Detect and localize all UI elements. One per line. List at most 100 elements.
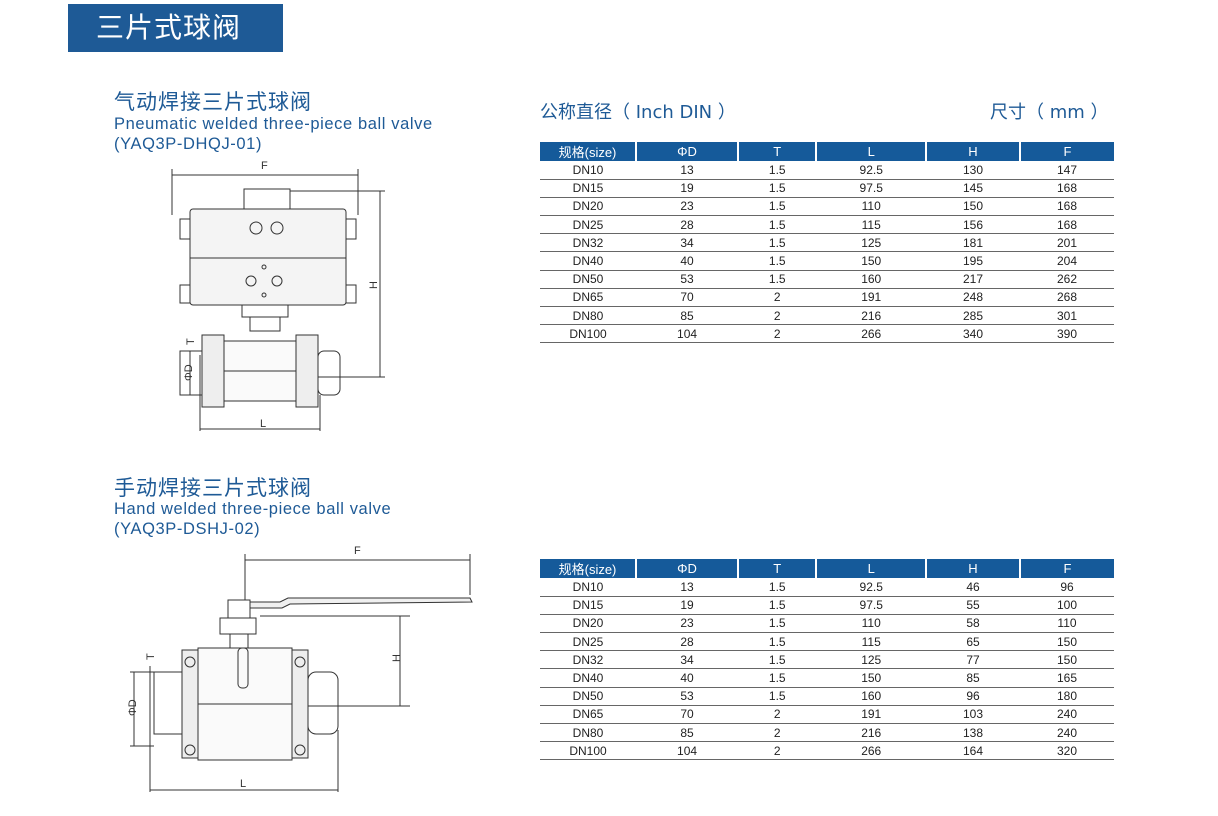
table-cell: 150 — [1019, 632, 1114, 652]
table-cell: 46 — [926, 578, 1020, 597]
dimension-F-label: F — [354, 545, 361, 557]
table-cell: 1.5 — [738, 197, 817, 217]
table-cell: 85 — [926, 668, 1020, 688]
table-cell: 125 — [816, 650, 926, 670]
table-cell: 240 — [1019, 723, 1114, 743]
table-cell: 125 — [816, 233, 926, 253]
table-cell: DN25 — [540, 215, 636, 235]
table-cell: 248 — [926, 288, 1020, 308]
table-cell: 13 — [636, 161, 739, 180]
table-cell: 85 — [636, 306, 739, 326]
table-cell: DN10 — [540, 161, 636, 180]
table-cell: 104 — [636, 324, 739, 344]
table-cell: 216 — [816, 723, 926, 743]
table-cell: DN25 — [540, 632, 636, 652]
table-cell: 320 — [1019, 741, 1114, 761]
dimension-D-label: ΦD — [183, 364, 195, 381]
dimension-T-label: T — [145, 653, 157, 660]
table-cell: 65 — [926, 632, 1020, 652]
table-cell: 390 — [1019, 324, 1114, 344]
table-cell: 150 — [926, 197, 1020, 217]
table-cell: 53 — [636, 270, 739, 289]
dimension-F-label: F — [261, 160, 268, 172]
table-cell: 1.5 — [738, 251, 817, 271]
table-cell: 13 — [636, 578, 739, 597]
table-cell: DN20 — [540, 614, 636, 634]
column-header: 规格(size) — [540, 559, 636, 578]
table-cell: 1.5 — [738, 650, 817, 670]
table-cell: 301 — [1019, 306, 1114, 326]
table-cell: 1.5 — [738, 215, 817, 235]
page-banner-title: 三片式球阀 — [68, 4, 283, 52]
table-cell: 191 — [816, 705, 926, 725]
table-cell: 2 — [738, 723, 817, 743]
table-cell: 138 — [926, 723, 1020, 743]
table-cell: 262 — [1019, 270, 1114, 289]
table-cell: DN15 — [540, 596, 636, 615]
table-cell: 40 — [636, 251, 739, 271]
manual-valve-drawing: F H L ΦD T — [127, 545, 473, 792]
table-cell: 1.5 — [738, 233, 817, 253]
table-cell: 216 — [816, 306, 926, 326]
section-model: (YAQ3P-DSHJ-02) — [114, 520, 261, 538]
table-cell: 1.5 — [738, 632, 817, 652]
table-cell: 1.5 — [738, 668, 817, 688]
table-cell: 1.5 — [738, 596, 817, 615]
column-header: T — [737, 559, 817, 578]
table-cell: 130 — [926, 161, 1020, 180]
section-title-en: Hand welded three-piece ball valve — [114, 500, 392, 518]
table-cell: DN40 — [540, 668, 636, 688]
table-cell: 70 — [636, 705, 739, 725]
column-header: L — [815, 142, 926, 161]
table-cell: DN65 — [540, 288, 636, 308]
column-header: ΦD — [634, 142, 739, 161]
table-cell: 1.5 — [738, 161, 817, 180]
table-cell: 2 — [738, 741, 817, 761]
table-cell: DN50 — [540, 687, 636, 706]
table-cell: DN100 — [540, 324, 636, 344]
table-cell: 150 — [816, 668, 926, 688]
table-cell: 201 — [1019, 233, 1114, 253]
table-cell: 204 — [1019, 251, 1114, 271]
table-cell: 195 — [926, 251, 1020, 271]
section-title-cn: 手动焊接三片式球阀 — [114, 476, 312, 500]
column-header: H — [925, 559, 1020, 578]
table-cell: 34 — [636, 233, 739, 253]
dimension-H-label: H — [391, 654, 403, 662]
table-cell: DN40 — [540, 251, 636, 271]
table-cell: 55 — [926, 596, 1020, 615]
table-cell: 85 — [636, 723, 739, 743]
pneumatic-valve-drawing: H F L ΦD T — [171, 160, 385, 431]
table-cell: 2 — [738, 288, 817, 308]
table-cell: 58 — [926, 614, 1020, 634]
dimension-unit-label: 尺寸（ mm ） — [990, 102, 1109, 123]
section-model: (YAQ3P-DHQJ-01) — [114, 135, 263, 153]
column-header: L — [815, 559, 926, 578]
table-cell: 1.5 — [738, 270, 817, 289]
table-cell: 110 — [816, 197, 926, 217]
table-cell: DN50 — [540, 270, 636, 289]
table-cell: 168 — [1019, 179, 1114, 198]
dimension-D-label: ΦD — [127, 699, 139, 716]
table-cell: 217 — [926, 270, 1020, 289]
table-cell: 285 — [926, 306, 1020, 326]
table-cell: 110 — [816, 614, 926, 634]
table-cell: 1.5 — [738, 578, 817, 597]
table-cell: 160 — [816, 270, 926, 289]
table-cell: 53 — [636, 687, 739, 706]
column-header: T — [737, 142, 817, 161]
table-cell: 115 — [816, 632, 926, 652]
